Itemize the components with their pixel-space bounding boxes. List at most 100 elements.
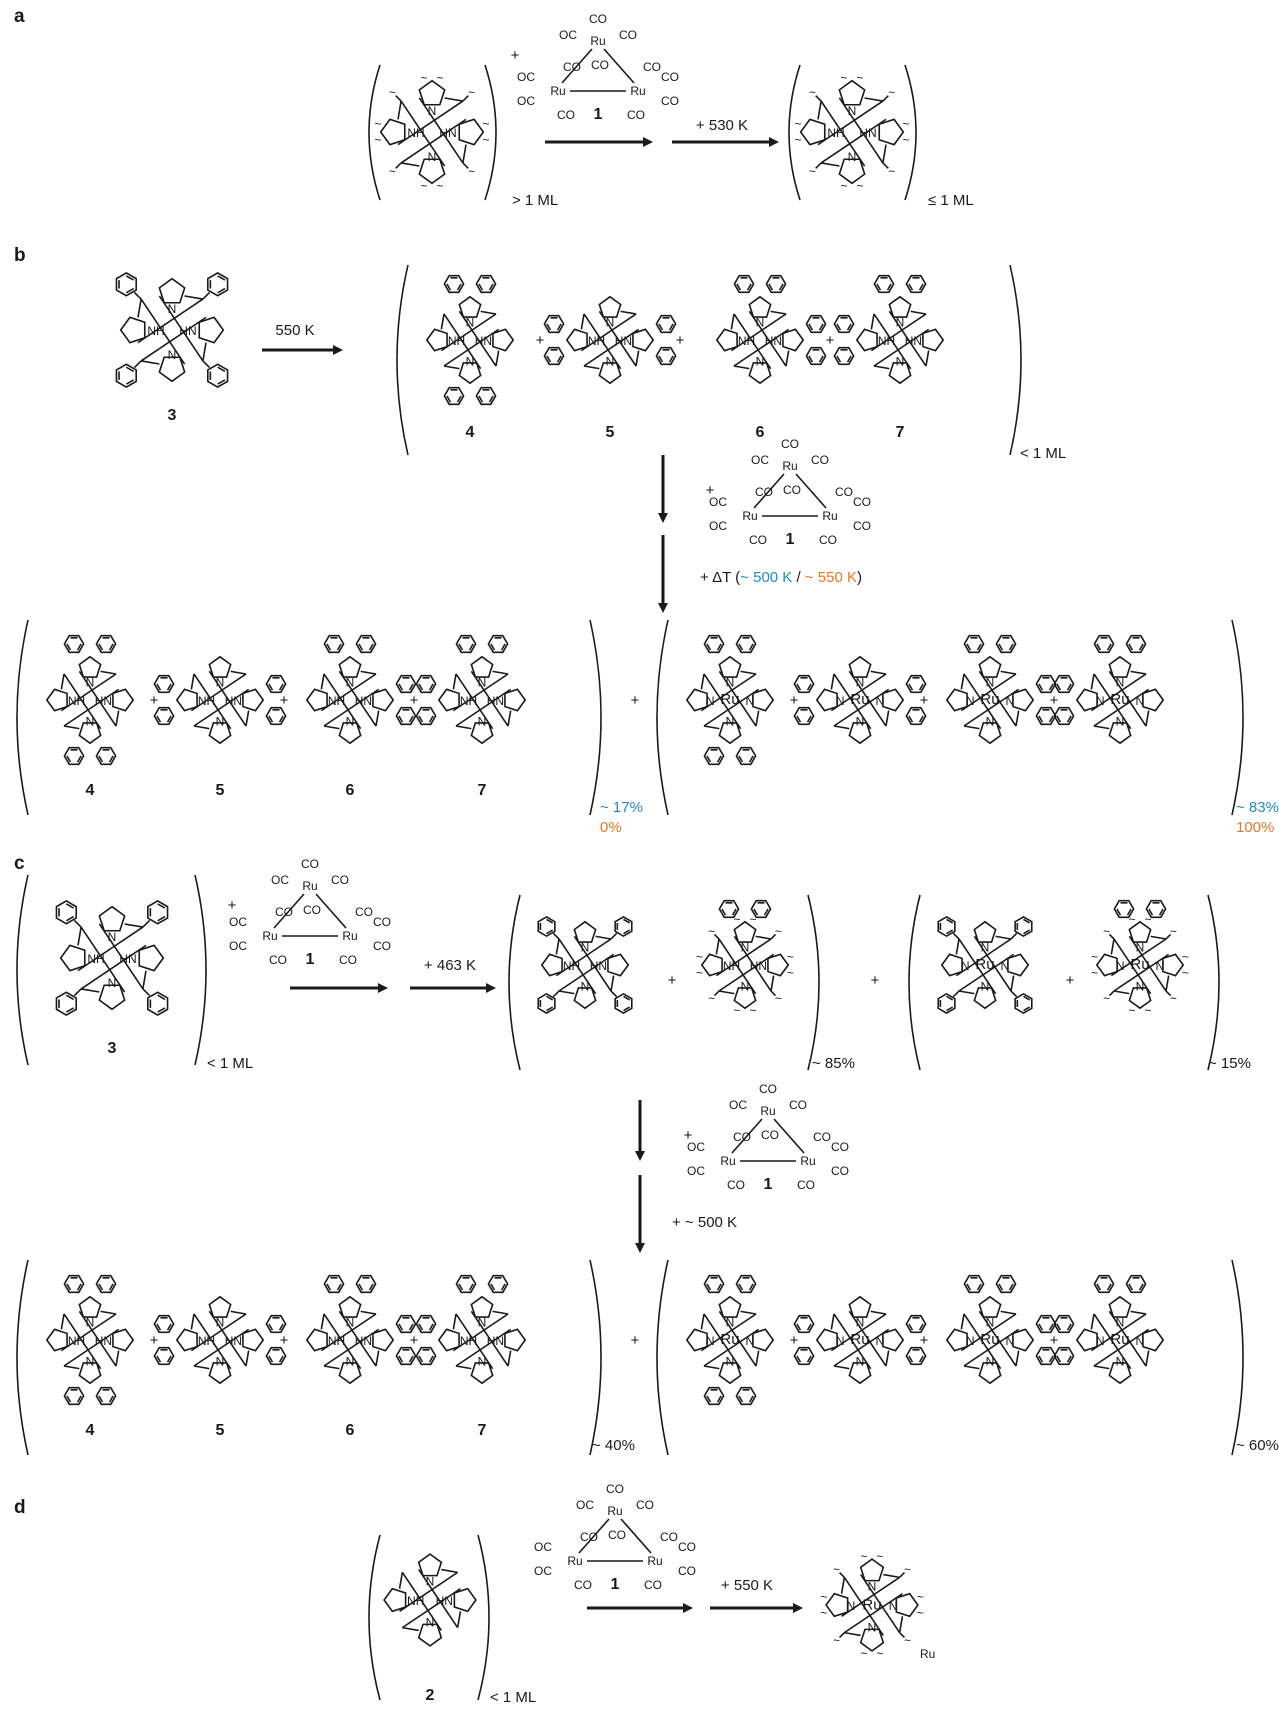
compound-number: 4 xyxy=(466,424,475,441)
meso-bond xyxy=(402,1626,419,1632)
meso-bond xyxy=(963,725,980,730)
nh-label: NH xyxy=(68,694,85,708)
meso-bond xyxy=(583,365,600,370)
double-bond xyxy=(217,379,226,385)
benzene-ring xyxy=(905,1314,927,1334)
wiggle-mark: ~ xyxy=(904,1563,911,1577)
pyrrole-ring xyxy=(208,722,232,745)
double-bond xyxy=(166,1323,172,1331)
benzene-ring xyxy=(95,634,117,654)
pyrrole-ring xyxy=(855,328,878,352)
pyrrole-ring xyxy=(1007,953,1030,977)
pyrrole-ring xyxy=(470,655,494,678)
meso-bond xyxy=(1093,725,1110,730)
compound-number-1: 1 xyxy=(764,1176,773,1193)
benzene-outline xyxy=(765,274,787,294)
benzene-outline xyxy=(415,674,437,694)
double-bond xyxy=(546,355,552,363)
hn-label: HN xyxy=(436,1594,453,1608)
meso-bond xyxy=(830,1313,835,1330)
meso-bond xyxy=(63,688,120,727)
meso-bond xyxy=(507,1350,512,1367)
wiggle-mark: ~ xyxy=(436,179,443,193)
meso-bond xyxy=(833,673,872,730)
n-label: N xyxy=(346,1315,355,1329)
double-bond xyxy=(846,323,852,331)
benzene-outline xyxy=(718,899,740,919)
double-bond xyxy=(458,643,464,651)
benzene-ring xyxy=(963,1274,985,1294)
double-bond xyxy=(806,1355,812,1363)
double-bond xyxy=(156,1323,162,1331)
n-label: N xyxy=(896,355,905,369)
double-bond xyxy=(1138,643,1144,651)
benzene-ring xyxy=(95,1386,117,1406)
meso-bond xyxy=(838,97,884,164)
double-bond xyxy=(908,715,914,723)
pyrrole-ring xyxy=(338,655,362,678)
n-label: N xyxy=(108,930,117,944)
wiggle-bond xyxy=(462,95,469,102)
double-bond xyxy=(1148,908,1154,916)
meso-bond xyxy=(958,990,975,995)
double-bond xyxy=(156,683,162,691)
meso-bond xyxy=(817,100,884,146)
meso-bond xyxy=(443,365,460,370)
double-bond xyxy=(398,683,404,691)
benzene-outline xyxy=(207,363,229,389)
double-bond xyxy=(1116,908,1122,916)
meso-bond xyxy=(598,310,637,367)
n-label: N xyxy=(1116,1315,1125,1329)
pyrrole-ring xyxy=(458,118,485,146)
double-bond xyxy=(490,643,496,651)
n-label: N xyxy=(1136,1334,1145,1348)
meso-bond xyxy=(60,1313,65,1330)
pyrrole-ring xyxy=(878,118,905,146)
double-bond xyxy=(716,643,722,651)
meso-bond xyxy=(1165,975,1170,992)
meso-bond xyxy=(323,688,380,727)
anneal-label: + ~ 500 K xyxy=(672,1214,737,1231)
meso-bond xyxy=(870,313,875,330)
pyrrole-ring xyxy=(1142,1328,1165,1352)
benzene-ring xyxy=(963,634,985,654)
pyrrole-ring xyxy=(700,953,723,977)
benzene-outline xyxy=(703,634,725,654)
benzene-outline xyxy=(995,634,1017,654)
n-label: N xyxy=(478,715,487,729)
nh-label: NH xyxy=(738,334,755,348)
nh-label: NH xyxy=(563,959,580,973)
pyrrole-ring xyxy=(978,722,1002,745)
phenyl-bond xyxy=(202,360,211,369)
meso-bond xyxy=(963,1313,1002,1370)
benzene-ring xyxy=(207,271,229,297)
meso-bond xyxy=(63,725,80,730)
double-bond xyxy=(556,323,562,331)
double-bond xyxy=(156,715,162,723)
benzene-ring xyxy=(833,346,855,366)
benzene-ring xyxy=(703,1274,725,1294)
wiggle-mark: ~ xyxy=(820,1590,827,1604)
meso-bond xyxy=(703,1365,720,1370)
benzene-ring xyxy=(475,274,497,294)
pyrrole-ring xyxy=(338,1362,362,1385)
panel-letter-c: c xyxy=(14,853,25,874)
benzene-outline xyxy=(95,634,117,654)
double-bond xyxy=(1066,1323,1072,1331)
ru-ru-bond xyxy=(731,1118,763,1154)
pyrrole-ring xyxy=(859,1558,885,1582)
meso-bond xyxy=(960,1313,965,1330)
ru-ru-bond xyxy=(561,48,593,84)
benzene-ring xyxy=(735,1274,757,1294)
wiggle-bond xyxy=(1165,990,1172,997)
benzene-outline xyxy=(147,991,169,1017)
benzene-ring xyxy=(395,1314,417,1334)
benzene-ring xyxy=(833,314,855,334)
benzene-ring xyxy=(805,314,827,334)
benzene-outline xyxy=(1093,1274,1115,1294)
co-ligand: CO xyxy=(853,519,871,533)
